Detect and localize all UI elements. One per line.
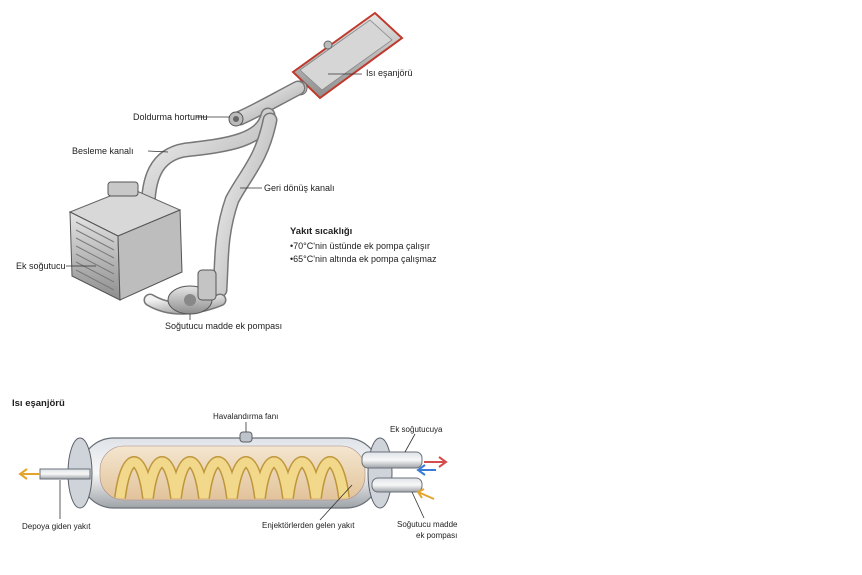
label-vent-fan: Havalandırma fanı <box>213 412 279 421</box>
fuel-temp-item: 65°C'nin altında ek pompa çalışmaz <box>290 254 437 264</box>
aux-cooler-shape <box>68 181 183 301</box>
coolant-pump-shape <box>167 269 217 315</box>
label-coolant-pump-line1: Soğutucu madde <box>397 520 458 529</box>
fuel-temp-item: 70°C'nin üstünde ek pompa çalışır <box>290 241 430 251</box>
label-return-channel: Geri dönüş kanalı <box>264 183 335 193</box>
leader-lines-top <box>66 73 362 320</box>
arrow-to-tank <box>18 468 40 480</box>
arrow-fuel-in <box>416 488 435 500</box>
label-coolant-pump-line2: ek pompası <box>416 531 458 540</box>
arrow-coolant-in <box>416 464 436 476</box>
label-to-tank: Depoya giden yakıt <box>22 522 91 531</box>
fuel-temp-item-text: 70°C'nin üstünde ek pompa çalışır <box>293 241 431 251</box>
fill-hose-nozzle <box>228 111 244 127</box>
heat-exchanger-cutaway <box>39 431 423 509</box>
label-feed-channel: Besleme kanalı <box>72 146 134 156</box>
arrow-to-aux-cooler <box>424 456 448 468</box>
label-from-injectors: Enjektörlerden gelen yakıt <box>262 521 355 530</box>
heat-exchanger-shape <box>291 11 404 100</box>
leader-lines-bottom <box>59 422 425 521</box>
fuel-temp-item-text: 65°C'nin altında ek pompa çalışmaz <box>293 254 437 264</box>
fuel-temp-heading: Yakıt sıcaklığı <box>290 226 353 237</box>
label-to-aux-cooler: Ek soğutucuya <box>390 425 443 434</box>
flow-arrows <box>18 456 448 500</box>
label-aux-cooler: Ek soğutucu <box>16 261 66 271</box>
bottom-title: Isı eşanjörü <box>12 398 65 409</box>
label-coolant-pump: Soğutucu madde ek pompası <box>165 321 283 331</box>
label-heat-exchanger: Isı eşanjörü <box>366 68 413 78</box>
label-fill-hose: Doldurma hortumu <box>133 112 208 122</box>
